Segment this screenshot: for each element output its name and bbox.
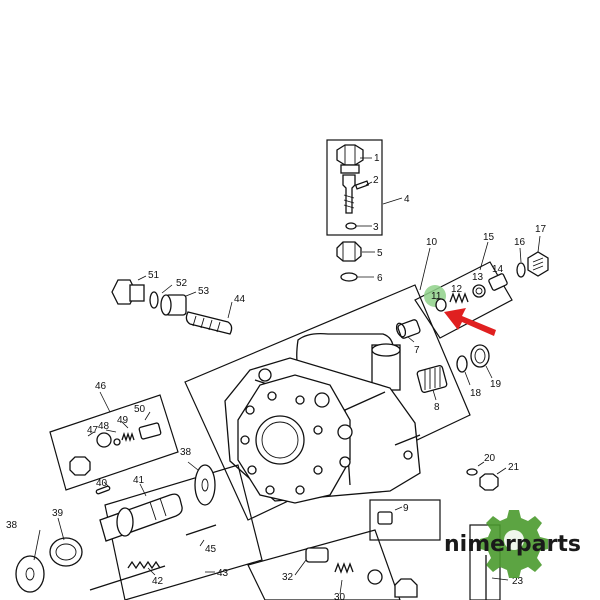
- watermark-text: nimerparts: [444, 532, 581, 557]
- callout-23: 23: [512, 576, 524, 587]
- part-30-spring: [334, 562, 354, 574]
- part-42-rod: [89, 565, 166, 591]
- part-38-washer-bottom: [15, 555, 45, 593]
- part-30-ring: [367, 569, 383, 585]
- part-18-oring: [456, 355, 468, 373]
- part-16-oring: [516, 262, 526, 278]
- callout-15: 15: [483, 232, 495, 243]
- hydraulic-pump-housing: [224, 332, 421, 504]
- part-44-bearing: [185, 311, 233, 335]
- callout-46: 46: [95, 381, 107, 392]
- callout-10: 10: [426, 237, 438, 248]
- callout-16: 16: [514, 237, 526, 248]
- part-49-spring: [121, 431, 135, 443]
- part-47-plug: [69, 456, 91, 476]
- callout-39: 39: [52, 508, 64, 519]
- callout-42: 42: [152, 576, 164, 587]
- valve-box-46: [49, 394, 179, 491]
- part-48-oring: [96, 432, 112, 448]
- callout-17: 17: [535, 224, 547, 235]
- callout-13: 13: [472, 272, 484, 283]
- part-52-oring: [149, 291, 159, 309]
- assembly-box-4: [326, 139, 383, 236]
- callout-8: 8: [434, 402, 440, 413]
- leader-lines: [33, 157, 541, 595]
- part-51-plug: [111, 279, 145, 305]
- part-48-ball: [113, 438, 121, 446]
- callout-41: 41: [133, 475, 145, 486]
- part-1-plug: [336, 144, 364, 174]
- callout-30: 30: [334, 592, 346, 600]
- callout-6: 6: [377, 273, 383, 284]
- callout-9: 9: [403, 503, 409, 514]
- callout-11: 11: [431, 291, 442, 302]
- callout-49: 49: [117, 415, 129, 426]
- part-2-pin: [354, 180, 370, 190]
- callout-50: 50: [134, 404, 146, 415]
- arrow-icon: [444, 308, 496, 336]
- callout-32: 32: [282, 572, 294, 583]
- part-7-bushing: [395, 319, 421, 339]
- valve-box-15: [414, 261, 513, 339]
- callout-14: 14: [492, 264, 504, 275]
- callout-47: 47: [87, 425, 99, 436]
- part-9-seal: [377, 511, 393, 525]
- callout-52: 52: [176, 278, 188, 289]
- callout-51: 51: [148, 270, 160, 281]
- callout-40: 40: [96, 478, 108, 489]
- part-12-spring: [449, 292, 469, 304]
- callout-3: 3: [373, 222, 379, 233]
- part-5-plug: [336, 241, 362, 262]
- bottom-box: [247, 529, 401, 600]
- callout-43: 43: [217, 568, 229, 579]
- part-14-plug: [488, 273, 508, 291]
- part-19-ring: [470, 344, 490, 368]
- part-3-oring: [345, 222, 357, 230]
- callout-48: 48: [98, 421, 110, 432]
- callout-18: 18: [470, 388, 482, 399]
- callout-5: 5: [377, 248, 383, 259]
- callout-20: 20: [484, 453, 496, 464]
- box-9: [369, 499, 441, 541]
- callout-38-top: 38: [180, 447, 192, 458]
- part-50-seat: [138, 422, 162, 440]
- callout-7: 7: [414, 345, 420, 356]
- callout-12: 12: [451, 284, 463, 295]
- callout-2: 2: [373, 175, 379, 186]
- part-42-spring: [127, 560, 161, 570]
- callout-44: 44: [234, 294, 246, 305]
- callout-19: 19: [490, 379, 502, 390]
- part-45-pin: [185, 524, 217, 536]
- callout-21: 21: [508, 462, 520, 473]
- part-bottom-plug: [394, 578, 418, 598]
- part-11-ball: [435, 298, 447, 312]
- part-41-shaft: [99, 493, 183, 542]
- part-38-washer-top: [194, 464, 216, 506]
- part-6-oring: [340, 272, 358, 282]
- callout-53: 53: [198, 286, 210, 297]
- part-4-valve-stem: [342, 174, 356, 214]
- part-17-plug: [527, 251, 549, 277]
- callout-45: 45: [205, 544, 217, 555]
- part-53-sleeve: [160, 294, 187, 316]
- callout-4: 4: [404, 194, 410, 205]
- gear-icon: [480, 510, 548, 578]
- shaft-box-43: [104, 464, 263, 600]
- part-39-cup: [49, 537, 83, 567]
- watermark: nimerparts: [444, 510, 581, 578]
- housing-box-10: [184, 284, 471, 521]
- part-20-oring: [466, 468, 478, 476]
- part-8-bearing: [416, 365, 448, 393]
- part-32-sleeve: [305, 547, 329, 563]
- callout-1: 1: [374, 153, 380, 164]
- part-13-spring-seat: [472, 284, 486, 298]
- part-21-plug: [479, 473, 499, 491]
- callout-38-bottom: 38: [6, 520, 18, 531]
